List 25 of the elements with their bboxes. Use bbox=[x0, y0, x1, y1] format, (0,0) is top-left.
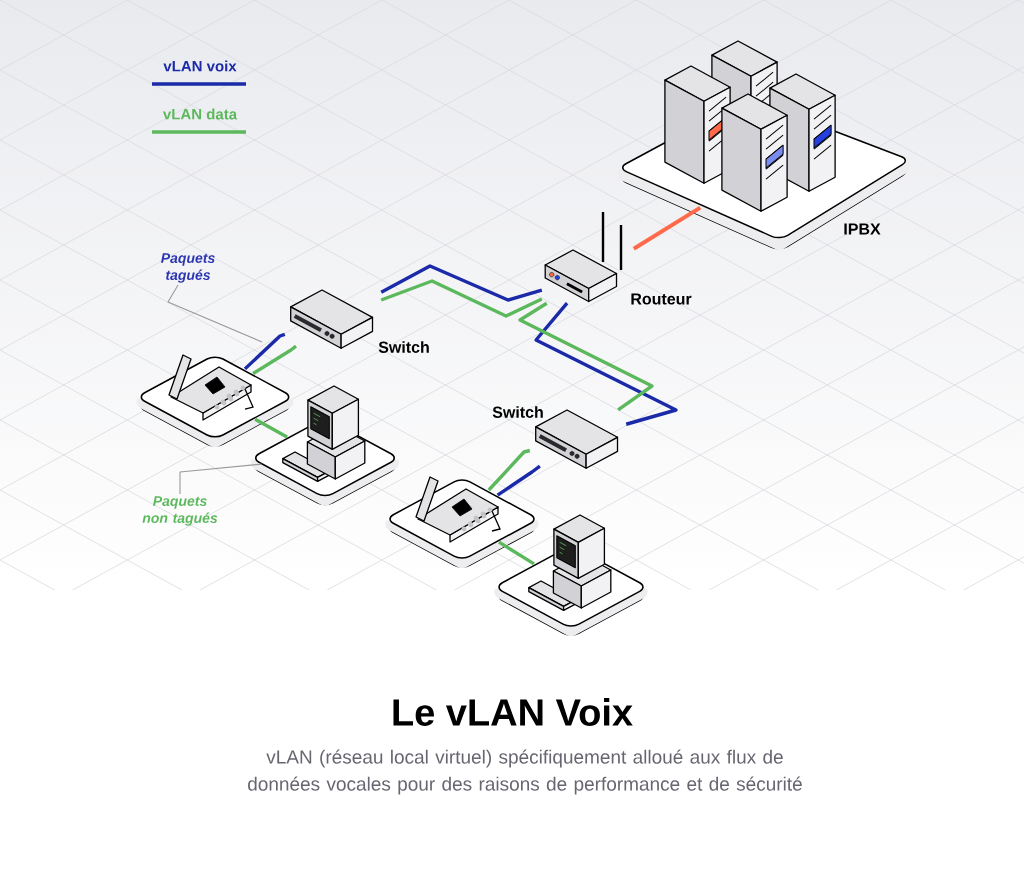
cable bbox=[380, 264, 543, 302]
callout-label: Paquets non tagués bbox=[142, 496, 218, 526]
device-label: Switch bbox=[378, 341, 429, 353]
cable bbox=[243, 332, 286, 371]
cable bbox=[496, 464, 541, 497]
computer-drawing bbox=[494, 514, 648, 637]
legend-label: vLAN data bbox=[163, 108, 238, 120]
cable bbox=[487, 448, 531, 492]
cable bbox=[518, 301, 654, 412]
title: Le vLAN Voix bbox=[393, 698, 633, 726]
device-label: Routeur bbox=[631, 293, 692, 305]
caption: vLAN (réseau local virtuel) spécifiquement alloué aux flux de données vocales pour des raisons de performance et de sécurité bbox=[248, 749, 802, 795]
leader-line bbox=[179, 463, 262, 495]
cable bbox=[252, 344, 298, 375]
computer-drawing bbox=[251, 385, 399, 506]
cable bbox=[498, 540, 535, 566]
leader-line bbox=[167, 284, 263, 343]
cable bbox=[380, 279, 543, 318]
device-label: Switch bbox=[492, 406, 543, 418]
phone-drawing bbox=[136, 354, 294, 448]
legend-label: vLAN voix bbox=[163, 60, 237, 72]
callout-label: Paquets tagués bbox=[161, 253, 215, 283]
cable bbox=[534, 302, 678, 426]
cable bbox=[254, 417, 288, 439]
phone-drawing bbox=[385, 476, 539, 569]
